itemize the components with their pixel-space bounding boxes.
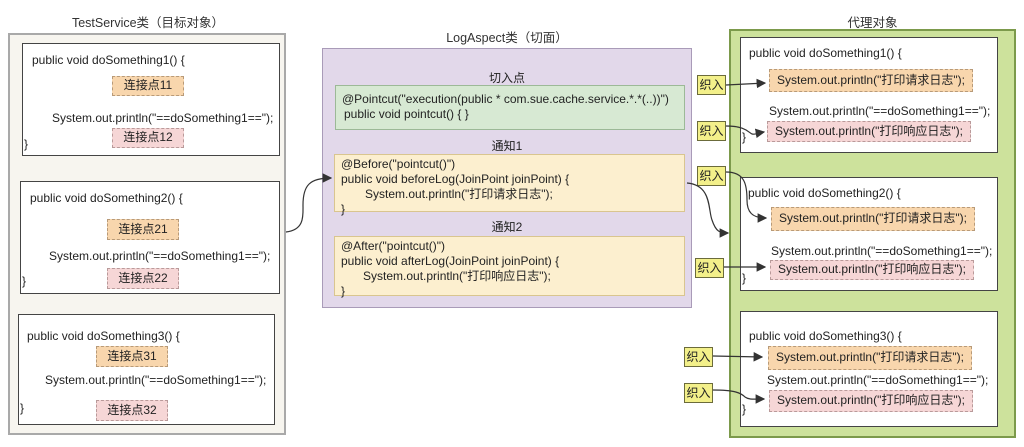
arrow-target-to-aspect xyxy=(285,173,333,233)
pointcut-method: public void pointcut() { } xyxy=(344,107,469,121)
before-advice-box: @Before("pointcut()") public void before… xyxy=(334,154,685,216)
method-body: System.out.println("==doSomething1=="); xyxy=(767,373,989,387)
method-close-brace: } xyxy=(742,130,747,144)
method-close-brace: } xyxy=(742,271,747,285)
after-advice-box: @After("pointcut()") public void afterLo… xyxy=(334,236,685,298)
method-signature: public void doSomething2() { xyxy=(748,186,901,200)
target-method-2: public void doSomething2() { 连接点21 Syste… xyxy=(20,181,280,294)
before-method-signature: public void beforeLog(JoinPoint joinPoin… xyxy=(341,172,570,186)
woven-after-advice: System.out.println("打印响应日志"); xyxy=(769,390,973,412)
woven-before-advice: System.out.println("打印请求日志"); xyxy=(769,69,973,92)
after-annotation: @After("pointcut()") xyxy=(341,239,446,253)
method-signature: public void doSomething1() { xyxy=(749,46,902,60)
target-method-1: public void doSomething1() { 连接点11 Syste… xyxy=(22,43,280,156)
aspect-title: LogAspect类（切面） xyxy=(446,31,568,45)
pointcut-box: @Pointcut("execution(public * com.sue.ca… xyxy=(335,85,685,130)
weave-tag: 织入 xyxy=(695,258,724,278)
after-method-signature: public void afterLog(JoinPoint joinPoint… xyxy=(341,254,560,268)
advice2-label: 通知2 xyxy=(491,220,523,234)
method-close-brace: } xyxy=(742,402,747,416)
method-close-brace: } xyxy=(24,137,29,151)
method-close-brace: } xyxy=(22,274,27,288)
after-method-body: System.out.println("打印响应日志"); xyxy=(363,269,551,283)
before-method-close: } xyxy=(341,202,346,216)
target-object-title: TestService类（目标对象） xyxy=(71,16,225,30)
arrow-aspect-to-proxy xyxy=(686,182,730,238)
joinpoint-before: 连接点11 xyxy=(112,76,184,96)
joinpoint-before: 连接点21 xyxy=(107,219,179,240)
weave-tag: 织入 xyxy=(697,166,726,186)
advice1-label: 通知1 xyxy=(491,139,523,153)
arrow-weave-6-after xyxy=(712,389,766,404)
method-body: System.out.println("==doSomething1=="); xyxy=(771,244,993,258)
weave-tag: 织入 xyxy=(684,347,713,367)
method-body: System.out.println("==doSomething1=="); xyxy=(769,104,991,118)
method-signature: public void doSomething1() { xyxy=(32,53,185,67)
method-body: System.out.println("==doSomething1=="); xyxy=(45,373,267,387)
before-annotation: @Before("pointcut()") xyxy=(341,157,456,171)
joinpoint-after: 连接点12 xyxy=(112,128,184,148)
method-signature: public void doSomething2() { xyxy=(30,191,183,205)
method-body: System.out.println("==doSomething1=="); xyxy=(52,111,274,125)
joinpoint-after: 连接点32 xyxy=(96,400,168,421)
pointcut-annotation: @Pointcut("execution(public * com.sue.ca… xyxy=(342,92,669,106)
pointcut-label: 切入点 xyxy=(488,71,525,85)
weave-tag: 织入 xyxy=(684,383,713,403)
proxy-method-1: public void doSomething1() { System.out.… xyxy=(740,37,998,153)
arrow-weave-1-after xyxy=(725,125,766,139)
weave-tag: 织入 xyxy=(697,75,726,95)
joinpoint-after: 连接点22 xyxy=(107,268,179,289)
woven-before-advice: System.out.println("打印请求日志"); xyxy=(771,207,975,231)
method-signature: public void doSomething3() { xyxy=(749,329,902,343)
weave-tag: 织入 xyxy=(697,121,726,141)
arrow-weave-1-before xyxy=(725,78,767,89)
woven-before-advice: System.out.println("打印请求日志"); xyxy=(768,346,972,370)
proxy-method-3: public void doSomething3() { System.out.… xyxy=(740,311,998,427)
method-close-brace: } xyxy=(20,401,25,415)
woven-after-advice: System.out.println("打印响应日志"); xyxy=(770,260,974,280)
arrow-weave-5-before xyxy=(712,352,764,362)
joinpoint-before: 连接点31 xyxy=(96,346,168,367)
proxy-object-title: 代理对象 xyxy=(847,16,898,30)
target-method-3: public void doSomething3() { 连接点31 Syste… xyxy=(18,314,275,425)
woven-after-advice: System.out.println("打印响应日志"); xyxy=(767,121,971,142)
method-signature: public void doSomething3() { xyxy=(27,329,180,343)
arrow-weave-2-before xyxy=(725,171,768,223)
method-body: System.out.println("==doSomething1=="); xyxy=(49,249,271,263)
after-method-close: } xyxy=(341,284,346,298)
before-method-body: System.out.println("打印请求日志"); xyxy=(365,187,553,201)
proxy-method-2: public void doSomething2() { System.out.… xyxy=(740,177,998,291)
